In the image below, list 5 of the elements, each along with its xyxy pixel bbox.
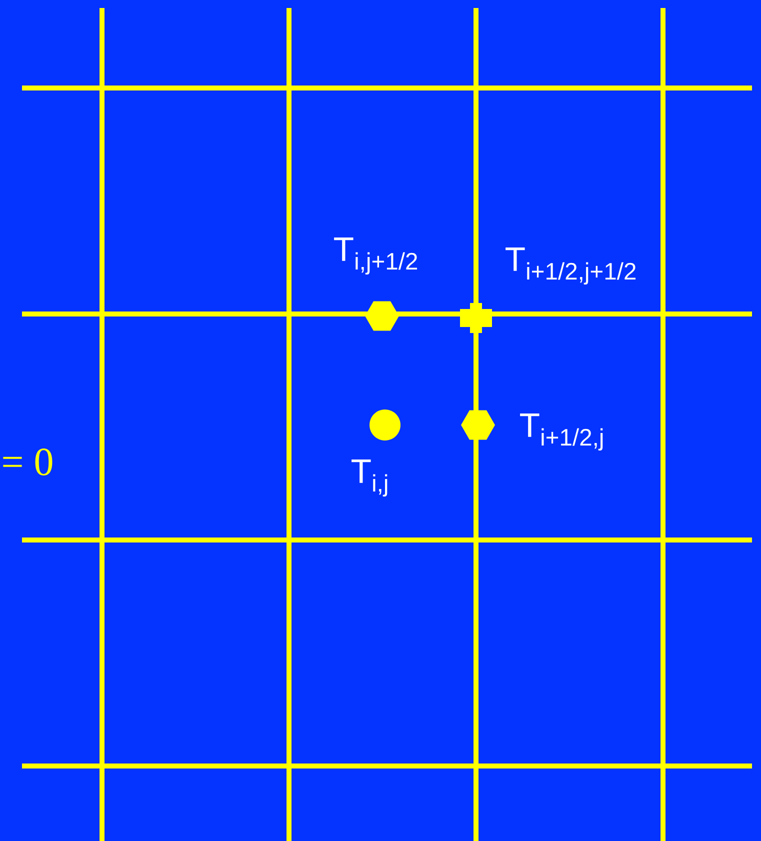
point-label: T$_{i,j+1/2}$: [334, 237, 418, 274]
point-label: T$_{i+1/2,j+1/2}$: [506, 247, 636, 284]
point-label: T$_{i+1/2,j}$: [520, 413, 603, 450]
point-label: T$_{i,j}$: [352, 459, 388, 496]
equation-fragment: = 0: [3, 448, 52, 476]
